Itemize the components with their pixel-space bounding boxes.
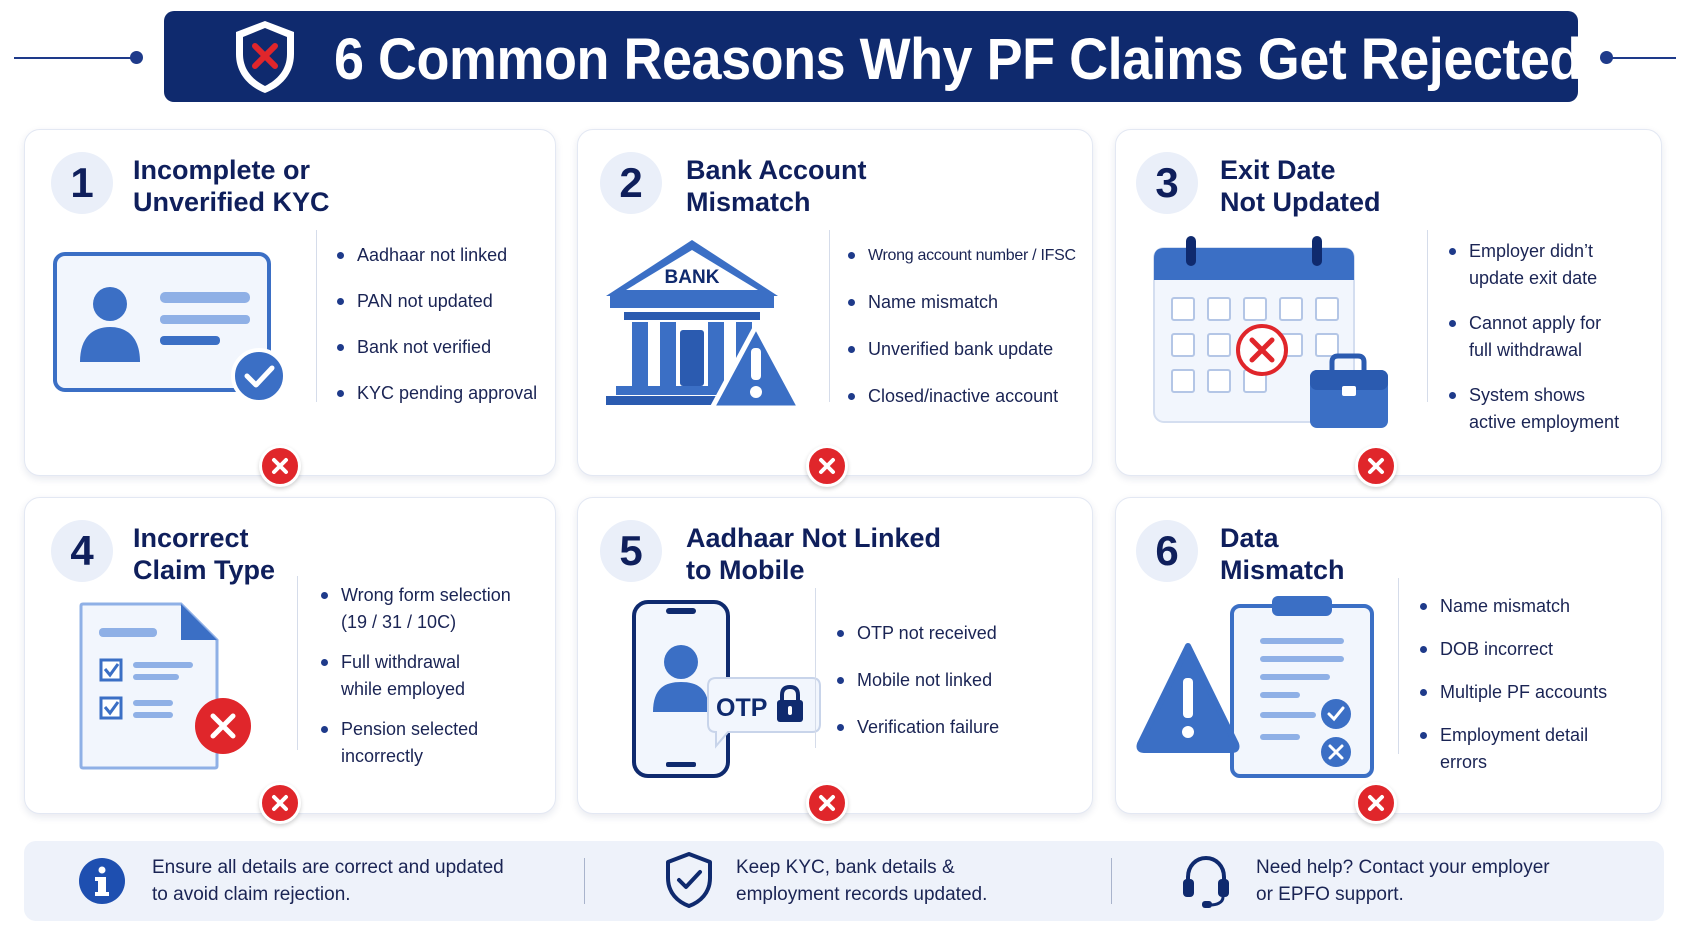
list-item: DOB incorrect	[1418, 636, 1607, 663]
list-item: Verification failure	[835, 714, 999, 741]
rejected-x-icon	[259, 445, 301, 487]
id-card-check-icon	[53, 252, 285, 402]
reason-list: Wrong account number / IFSC Name mismatc…	[846, 242, 1076, 410]
list-item: Multiple PF accounts	[1418, 679, 1607, 706]
list-item: Wrong form selection(19 / 31 / 10C)	[319, 582, 511, 636]
header-decor-line-right	[1606, 57, 1676, 59]
footer-tip-text: Keep KYC, bank details &employment recor…	[736, 857, 988, 905]
reason-list: Wrong form selection(19 / 31 / 10C) Full…	[319, 582, 511, 770]
list-item: OTP not received	[835, 620, 999, 647]
rejected-x-icon	[1355, 782, 1397, 824]
list-item: PAN not updated	[335, 288, 537, 315]
list-item: Name mismatch	[1418, 593, 1607, 620]
rejected-x-icon	[1355, 445, 1397, 487]
footer-tips-bar: Ensure all details are correct and updat…	[24, 841, 1664, 921]
footer-divider	[1111, 858, 1112, 904]
list-item: Closed/inactive account	[846, 383, 1076, 410]
page-title: 6 Common Reasons Why PF Claims Get Rejec…	[334, 27, 1582, 92]
list-item: Unverified bank update	[846, 336, 1076, 363]
svg-text:OTP: OTP	[716, 694, 767, 722]
card-number: 1	[51, 152, 113, 214]
svg-text:BANK: BANK	[665, 267, 720, 288]
reason-list: Name mismatch DOB incorrect Multiple PF …	[1418, 593, 1607, 776]
shield-x-icon	[236, 21, 294, 93]
rejected-x-icon	[259, 782, 301, 824]
headset-icon	[1183, 855, 1229, 908]
mobile-otp-icon: OTP	[632, 600, 821, 778]
header-decor-dot-right	[1600, 51, 1613, 64]
header-decor-line-left	[14, 57, 136, 59]
list-item: KYC pending approval	[335, 380, 537, 407]
info-icon	[79, 858, 125, 904]
list-item: Wrong account number / IFSC	[846, 242, 1076, 269]
card-divider	[815, 588, 816, 748]
card-number: 3	[1136, 152, 1198, 214]
card-number: 6	[1136, 520, 1198, 582]
card-divider	[1398, 578, 1399, 754]
card-divider	[297, 576, 298, 750]
list-item: Name mismatch	[846, 289, 1076, 316]
calendar-briefcase-icon	[1153, 236, 1388, 428]
reason-list: OTP not received Mobile not linked Verif…	[835, 620, 999, 741]
shield-check-icon	[666, 852, 712, 908]
bank-warning-icon: BANK	[606, 240, 803, 411]
list-item: Aadhaar not linked	[335, 242, 537, 269]
footer-tip-text: Ensure all details are correct and updat…	[152, 857, 504, 905]
card-number: 2	[600, 152, 662, 214]
reason-list: Aadhaar not linked PAN not updated Bank …	[335, 242, 537, 407]
rejected-x-icon	[806, 445, 848, 487]
clipboard-warning-icon	[1136, 596, 1374, 778]
form-document-icon	[79, 602, 251, 770]
card-divider	[829, 230, 830, 402]
footer-divider	[584, 858, 585, 904]
list-item: Bank not verified	[335, 334, 537, 361]
card-number: 4	[51, 520, 113, 582]
header-banner: 6 Common Reasons Why PF Claims Get Rejec…	[164, 11, 1582, 102]
card-number: 5	[600, 520, 662, 582]
card-divider	[316, 230, 317, 402]
rejected-x-icon	[806, 782, 848, 824]
header-decor-dot-left	[130, 51, 143, 64]
list-item: Mobile not linked	[835, 667, 999, 694]
card-divider	[1427, 230, 1428, 402]
